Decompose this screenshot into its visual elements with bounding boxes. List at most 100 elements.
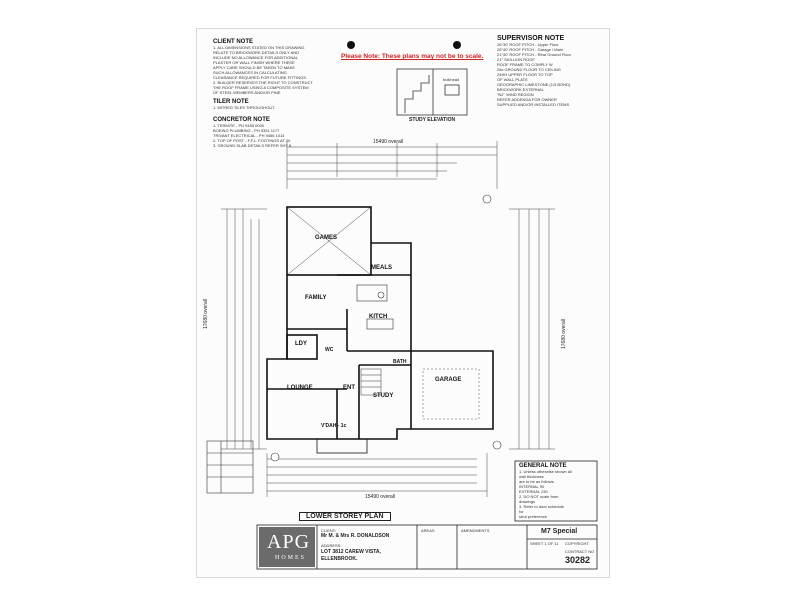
general-note-line: INTERNAL 90 [519,484,545,489]
study-elevation-note: bulkhead [443,77,460,82]
supervisor-note-line: ROOF FRAME TO COMPLY W [497,62,553,67]
room-kitch: KITCH [369,314,388,320]
title-block-frame [256,524,598,570]
room-ent: ENT [343,385,355,391]
tiler-note: TILER NOTE 1. MITRED TILES THROUGHOUT. [213,99,275,110]
brand-logo: APG [267,531,311,553]
general-note-line: drawings [519,499,536,504]
supervisor-note-line: BRICKWORK EXTERNAL [497,87,544,92]
house-walls [266,206,494,454]
client-note-line: APPLY CARE SHOULD BE TAKEN TO MAKE [213,65,296,70]
room-family: FAMILY [305,295,327,301]
general-note-title: GENERAL NOTE [519,463,567,469]
client-note-line: OF STEEL MEMBERS AND/OR PINE [213,90,281,95]
client-note-line: 1. ALL DIMENSIONS STATED ON THIS DRAWING [213,45,305,50]
copyright-label: COPYRIGHT [565,541,589,546]
tiler-note-title: TILER NOTE [213,99,249,105]
client-note-title: CLIENT NOTE [213,39,253,45]
client-label: CLIENT: [321,528,336,533]
client-note-line: SUCH ALLOWANCES IN CALCULATING [213,70,287,75]
room-verandah: V'DAH - 1c [321,423,347,429]
supervisor-note-line: "N2" WIND REGION [497,92,534,97]
room-study: STUDY [373,393,394,399]
client-name: Mr M. & Mrs R. DONALDSON [321,533,390,539]
concreter-note-line: 1. TERMITE - PH 9455 0000 [213,123,265,128]
binder-hole-right [453,41,461,49]
sheet-number: SHEET 1 OF 11 [530,541,559,546]
client-note-line: RELATE TO BRICKWORK DETAILS ONLY AND [213,50,300,55]
drawing-linework [206,68,598,570]
brand-subtitle: HOMES [275,555,307,561]
supervisor-note-line: 24HH UPPER FLOOR TO TOP [497,72,553,77]
supervisor-note: SUPERVISOR NOTE 26°30' ROOF PITCH - Uppe… [497,35,571,107]
right-dimension-lines [509,208,555,450]
tiler-note-line: 1. MITRED TILES THROUGHOUT. [213,105,276,110]
stair-fixture [360,368,382,396]
approval-stamp [206,440,254,494]
binder-hole-left [347,41,355,49]
grid-markers [270,194,502,462]
general-note-line: are to be as follows: [519,479,555,484]
left-dimension-lines [221,208,267,450]
study-elevation-label: STUDY ELEVATION [409,117,456,123]
study-elevation-sketch [396,68,468,116]
general-note-line: for [519,509,524,514]
client-note-line: THE ROOF FRAME USING A COMPOSITE SYSTEM [213,85,309,90]
general-note-line: wall thickness [519,474,544,479]
supervisor-note-line: GEOGRAPHIC LIMESTONE (1/3 BOND) [497,82,571,87]
address-label: ADDRESS: [321,543,342,548]
room-garage: GARAGE [435,377,462,383]
concreter-note-line: TRIVANT ELECTRICAL - PH 9456 1014 [213,133,285,138]
address-line-2: ELLENBROOK. [321,556,358,562]
general-note-box [514,460,598,522]
plan-title: LOWER STOREY PLAN [299,512,391,521]
supervisor-note-line: REFER ADDENDA FOR OWNER [497,97,557,102]
apg-logo-panel [259,527,315,567]
supervisor-note-line: SUPPLIED AND/OR INSTALLED ITEMS [497,102,570,107]
general-note-line: 1. Unless otherwise shown all [519,469,572,474]
design-name: M7 Special [541,528,578,535]
contract-label: CONTRACT NO [565,549,595,554]
scale-notice: Please Note: These plans may not be to s… [341,53,484,60]
supervisor-note-line: 26°30' ROOF PITCH - Upper Floor [497,42,559,47]
concreter-note-title: CONCRETOR NOTE [213,117,270,123]
overall-top-dimension: 15490 overall [373,139,404,145]
room-wc: WC [325,347,334,353]
contract-number: 30282 [565,555,591,565]
kitchen-fixtures [356,284,394,330]
general-note: GENERAL NOTE 1. Unless otherwise shown a… [519,463,572,519]
concreter-note-line: 3. GROUND SLAB DETAILS REFER SHT 8 [213,143,292,148]
supervisor-note-title: SUPERVISOR NOTE [497,35,565,42]
general-note-line: strut preference [519,514,548,519]
areas-label: AREAS [421,528,435,533]
top-dimension-lines [286,141,498,189]
general-note-line: EXTERNAL 230 [519,489,548,494]
client-note: CLIENT NOTE 1. ALL DIMENSIONS STATED ON … [213,39,313,95]
bottom-dimension-lines [266,453,488,497]
overall-right-dimension: 17680 overall [561,318,567,349]
overall-bottom-dimension: 15490 overall [365,494,396,500]
general-note-line: 3. Refer to door schedule [519,504,564,509]
general-note-line: 2. DO NOT scale from [519,494,559,499]
client-note-line: INCLUDE NO ALLOWANCE FOR ADDITIONAL [213,55,298,60]
client-note-line: PLASTER OR WALL FINISH WHERE THESE [213,60,295,65]
supervisor-note-line: 21°40' ROOF PITCH - Rear Ground Floor [497,52,571,57]
room-games: GAMES [315,235,338,241]
concreter-note-line: 2. TOP OF POST - F.F.L. FOOTINGS AT 20 [213,138,291,143]
address-line-1: LOT 3812 CAREW VISTA, [321,549,381,555]
supervisor-note-line: 21° SKILLION ROOF [497,57,535,62]
amendments-label: AMENDMENTS [461,528,490,533]
client-note-line: 2. BUILDER RESERVES THE RIGHT TO CONSTRU… [213,80,313,85]
supervisor-note-line: 28c GROUND FLOOR TO CEILING [497,67,561,72]
overall-left-dimension: 17680 overall [203,298,209,329]
client-note-line: CLEARANCE REQUIRED FOR FUTURE FITTINGS. [213,75,308,80]
room-bath: BATH [393,359,407,365]
room-meals: MEALS [371,265,392,271]
drawing-sheet: Please Note: These plans may not be to s… [196,28,610,578]
room-ldy: LDY [295,341,307,347]
garage-car-outline [422,368,480,420]
supervisor-note-line: 26°40' ROOF PITCH - Garage / Main [497,47,563,52]
concreter-note-line: BOEING PLUMBING - PH 9351 1177 [213,128,280,133]
supervisor-note-line: OF WALL PLATE [497,77,528,82]
room-lounge: LOUNGE [287,385,313,391]
